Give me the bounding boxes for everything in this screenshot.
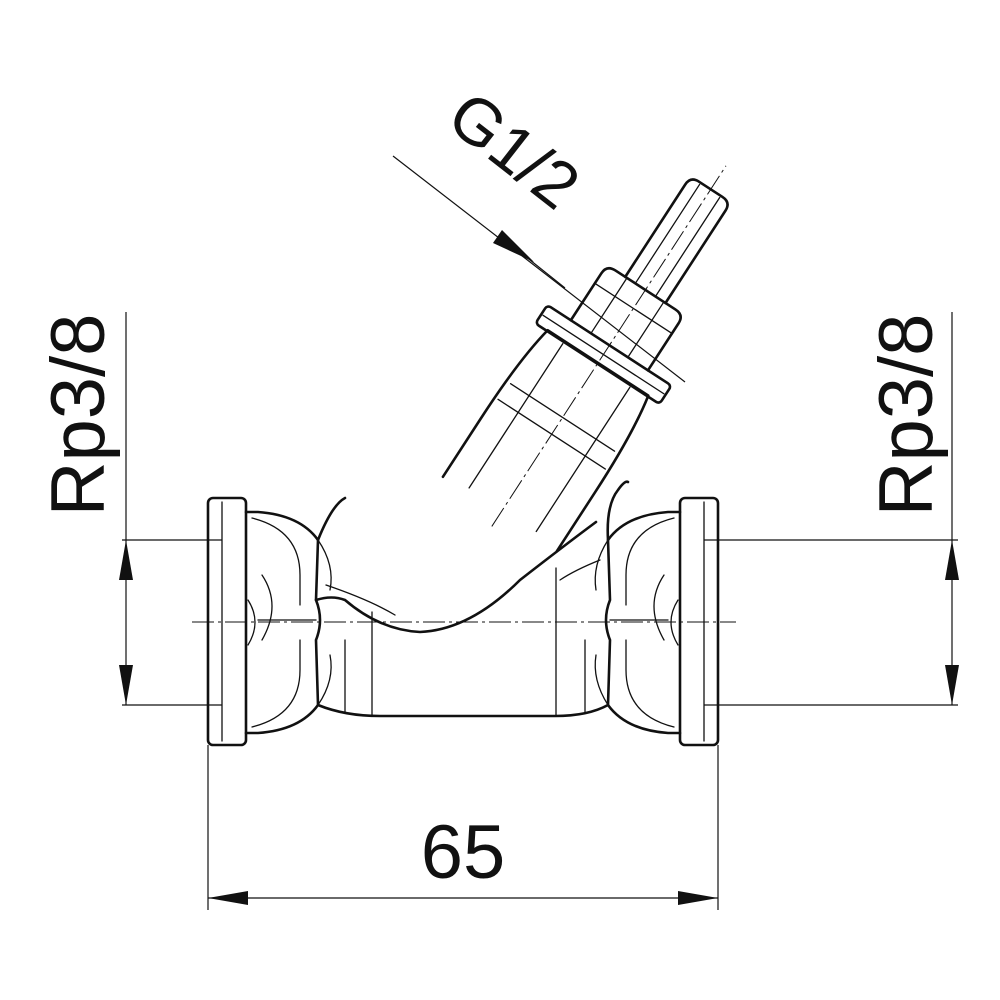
- length-arrow-left: [208, 891, 248, 905]
- right-port-dimension: [704, 312, 959, 706]
- left-port-dimension: [119, 312, 222, 706]
- overall-length-label: 65: [421, 810, 506, 895]
- pipe-section: [316, 567, 610, 718]
- right-port-arrow-top: [945, 540, 959, 580]
- stem-centerline: [491, 165, 727, 527]
- left-port-arrow-bottom: [119, 665, 133, 705]
- right-port-arrow-bottom: [945, 665, 959, 705]
- overall-length-dimension: [207, 745, 719, 910]
- strainer-housing: [441, 165, 729, 553]
- right-hex-nut: [594, 510, 682, 735]
- valve-body: [206, 165, 729, 747]
- stem-thread-label: G1/2: [435, 77, 593, 223]
- stem-thread-dimension: [392, 155, 686, 383]
- left-port-thread-label: Rp3/8: [36, 314, 121, 517]
- right-port-thread-label: Rp3/8: [864, 314, 949, 517]
- length-arrow-right: [678, 891, 718, 905]
- left-hex-nut: [244, 510, 332, 735]
- left-port-arrow-top: [119, 540, 133, 580]
- stem-thread-arrow: [493, 230, 534, 262]
